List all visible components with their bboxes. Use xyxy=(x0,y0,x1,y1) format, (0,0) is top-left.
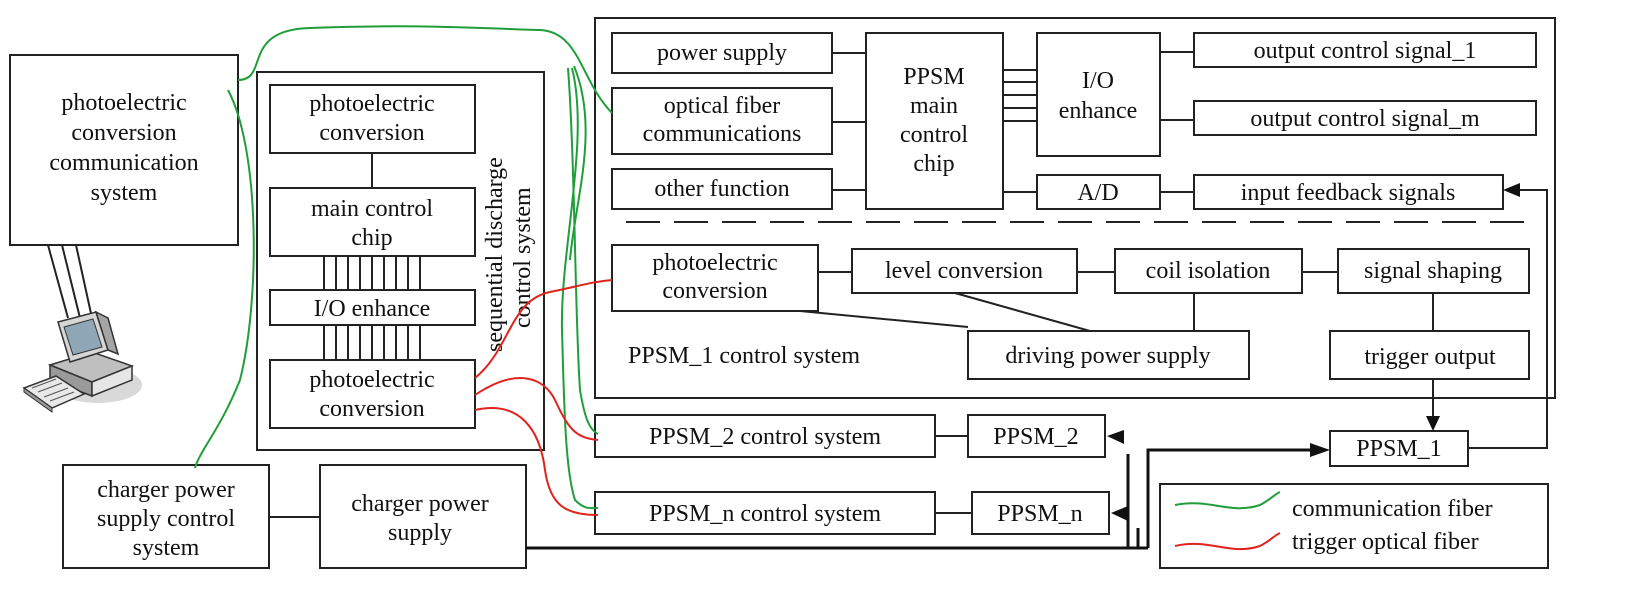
charger-control-l2: supply control xyxy=(97,506,235,532)
seq-photo-top-l1: photoelectric xyxy=(309,91,434,117)
ppsm-photoelectric-box xyxy=(611,244,819,312)
computer-cable xyxy=(47,244,69,319)
coil-isolation-box xyxy=(1114,248,1303,294)
arrow-head xyxy=(1111,506,1128,521)
host-line-1: photoelectric xyxy=(61,90,186,116)
ppsm-photo-l2: conversion xyxy=(662,278,767,304)
ppsm-chip-l1: PPSM xyxy=(903,64,964,90)
seq-main-chip-l2: chip xyxy=(351,225,392,251)
ppsm2-system-label: PPSM_2 control system xyxy=(649,424,881,450)
seq-io-enhance-label: I/O enhance xyxy=(314,296,431,322)
signal-shaping-box xyxy=(1337,248,1530,294)
level-conversion-label: level conversion xyxy=(885,258,1043,284)
sequential-system-frame xyxy=(256,71,545,451)
driving-power-box xyxy=(967,330,1250,380)
arrow-head xyxy=(1310,443,1330,457)
communication-fiber-lines xyxy=(194,25,613,510)
trigger-fiber-lines xyxy=(474,279,613,516)
arrow-head xyxy=(1426,416,1440,431)
coil-isolation-label: coil isolation xyxy=(1146,258,1271,284)
ppsm-main-chip-box xyxy=(865,32,1004,210)
seq-main-chip-l1: main control xyxy=(311,196,433,222)
ppsmn-system-label: PPSM_n control system xyxy=(649,501,881,527)
ppsmn-label: PPSM_n xyxy=(997,501,1082,527)
optical-fiber-l2: communications xyxy=(643,121,802,147)
ppsm-io-enhance-box xyxy=(1036,32,1161,157)
output-1-label: output control signal_1 xyxy=(1254,38,1477,64)
ppsmn-box xyxy=(971,491,1110,535)
output-signal-m-box xyxy=(1193,100,1537,136)
charger-supply-l2: supply xyxy=(388,520,452,546)
computer-icon xyxy=(22,310,142,413)
charger-control-l3: system xyxy=(133,535,200,561)
host-line-3: communication xyxy=(49,150,198,176)
charger-supply-box xyxy=(319,464,527,569)
host-line-4: system xyxy=(91,180,158,206)
output-m-label: output control signal_m xyxy=(1250,106,1480,132)
other-function-box xyxy=(611,168,833,210)
arrow-head xyxy=(1107,430,1124,444)
seq-photo-bot-l1: photoelectric xyxy=(309,367,434,393)
trigger-output-box xyxy=(1329,330,1530,380)
charger-control-box xyxy=(62,464,270,569)
ppsm-chip-l3: control xyxy=(900,122,968,148)
ppsmn-system-box xyxy=(594,491,936,535)
input-feedback-box xyxy=(1193,174,1504,210)
ppsm2-label: PPSM_2 xyxy=(993,424,1078,450)
optical-fiber-box xyxy=(611,87,833,155)
driving-power-label: driving power supply xyxy=(1005,343,1210,369)
bus-lines xyxy=(323,325,421,360)
legend-trigger-label: trigger optical fiber xyxy=(1292,529,1479,555)
bus-lines xyxy=(1003,69,1037,122)
power-supply-label: power supply xyxy=(657,40,787,66)
ppsm1-box xyxy=(1329,430,1469,467)
ppsm-chip-l2: main xyxy=(910,93,958,119)
host-line-2: conversion xyxy=(71,120,176,146)
ppsm-photo-l1: photoelectric xyxy=(652,250,777,276)
seq-io-enhance xyxy=(269,289,476,326)
feedback-line xyxy=(1468,189,1548,449)
seq-main-control-chip xyxy=(269,187,476,257)
power-line xyxy=(954,292,1091,332)
ppsm1-system-label: PPSM_1 control system xyxy=(628,343,860,369)
bus-lines xyxy=(323,256,421,290)
charger-power-bus xyxy=(526,448,1310,550)
feedback-label: input feedback signals xyxy=(1241,180,1456,206)
host-comm-system-box xyxy=(9,54,239,246)
ppsm2-box xyxy=(967,414,1106,458)
legend-box xyxy=(1159,483,1549,569)
seq-photo-bot-l2: conversion xyxy=(319,396,424,422)
other-function-label: other function xyxy=(654,176,789,202)
ppsm-io-l2: enhance xyxy=(1059,98,1138,124)
ppsm1-label: PPSM_1 xyxy=(1356,436,1441,462)
legend-red-swatch xyxy=(1174,532,1281,551)
computer-cable xyxy=(61,244,81,319)
ppsm-chip-l4: chip xyxy=(913,151,954,177)
trigger-output-label: trigger output xyxy=(1364,344,1496,370)
seq-title-l2: control system xyxy=(510,187,536,328)
power-line xyxy=(799,310,969,328)
level-conversion-box xyxy=(851,248,1078,294)
computer-cable xyxy=(75,244,93,319)
ad-label: A/D xyxy=(1077,180,1118,206)
output-signal-1-box xyxy=(1193,32,1537,68)
legend-communication-label: communication fiber xyxy=(1292,496,1493,522)
ppsm2-system-box xyxy=(594,414,936,458)
signal-shaping-label: signal shaping xyxy=(1364,258,1502,284)
legend-green-swatch xyxy=(1174,491,1281,510)
charger-supply-l1: charger power xyxy=(351,491,488,517)
seq-title-l1: sequential discharge xyxy=(482,157,508,352)
ppsm1-system-frame xyxy=(594,17,1556,399)
arrow-head xyxy=(1503,183,1520,197)
ppsm-io-l1: I/O xyxy=(1082,68,1114,94)
seq-photo-top-l2: conversion xyxy=(319,120,424,146)
charger-control-l1: charger power xyxy=(97,477,234,503)
optical-fiber-l1: optical fiber xyxy=(664,93,781,119)
